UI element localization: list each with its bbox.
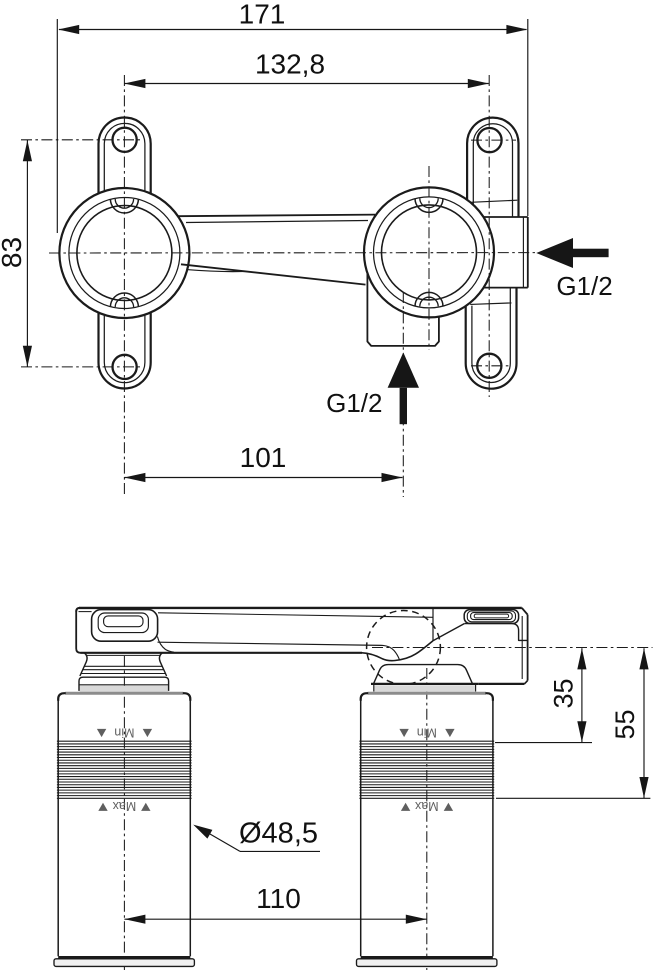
svg-text:101: 101 xyxy=(240,442,287,473)
svg-text:83: 83 xyxy=(0,237,27,268)
svg-text:55: 55 xyxy=(610,709,640,739)
svg-text:171: 171 xyxy=(239,0,286,30)
svg-text:Ø48,5: Ø48,5 xyxy=(239,818,318,850)
svg-text:110: 110 xyxy=(256,883,301,914)
svg-text:Max: Max xyxy=(414,799,438,813)
svg-text:35: 35 xyxy=(549,678,579,708)
svg-text:Max: Max xyxy=(112,799,136,813)
svg-text:132,8: 132,8 xyxy=(255,49,325,80)
svg-text:G1/2: G1/2 xyxy=(556,271,612,301)
svg-text:G1/2: G1/2 xyxy=(326,388,382,418)
svg-text:Min: Min xyxy=(114,726,134,740)
svg-text:Min: Min xyxy=(417,726,437,740)
